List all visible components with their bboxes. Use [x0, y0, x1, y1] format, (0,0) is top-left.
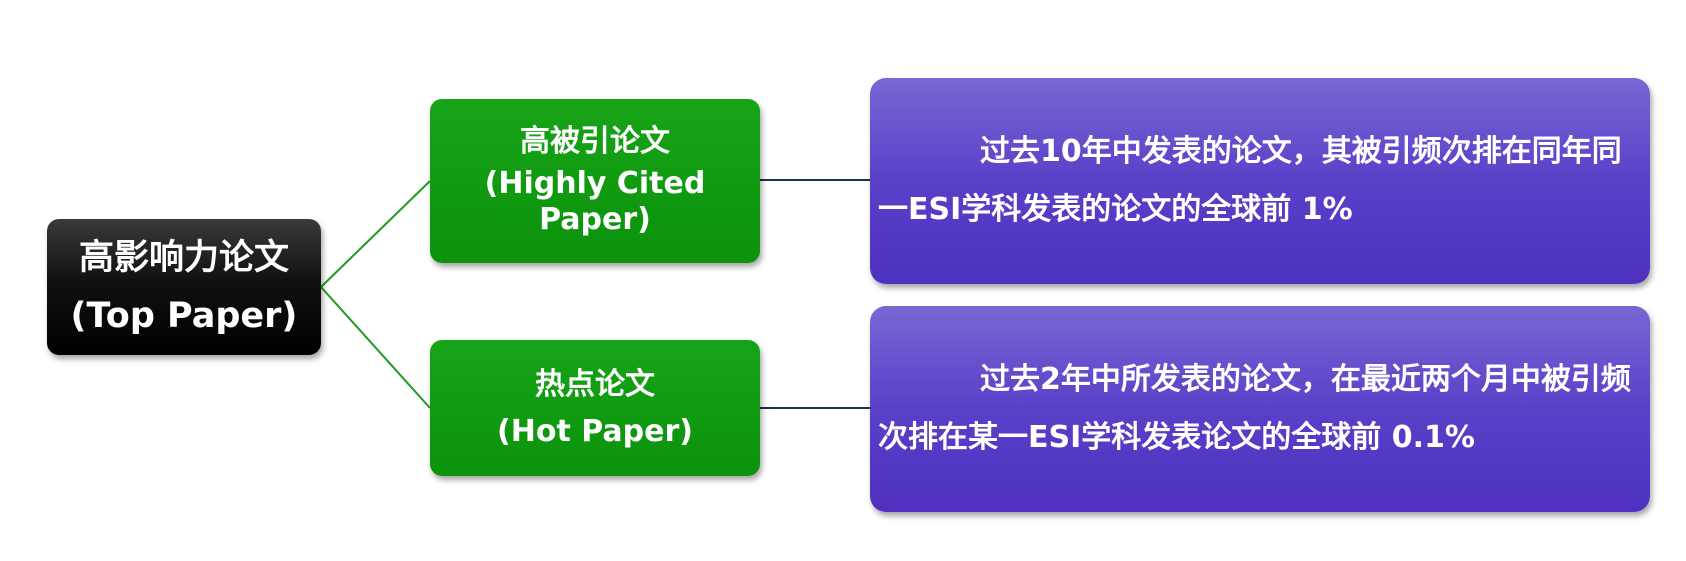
connector-root-to-hot-paper	[320, 286, 431, 409]
root-title-en: (Top Paper)	[70, 296, 298, 336]
description-text: 过去2年中所发表的论文，在最近两个月中被引频次排在某一ESI学科发表论文的全球前…	[878, 362, 1631, 455]
description-box-hot-paper: 过去2年中所发表的论文，在最近两个月中被引频次排在某一ESI学科发表论文的全球前…	[870, 306, 1650, 512]
branch-node-highly-cited-paper: 高被引论文 (Highly Cited Paper)	[430, 99, 760, 263]
branch-label-zh: 高被引论文	[520, 124, 670, 159]
description-text: 过去10年中发表的论文，其被引频次排在同年同一ESI学科发表的论文的全球前 1%	[878, 134, 1622, 227]
branch-label-zh: 热点论文	[535, 367, 655, 402]
connector-root-to-highly-cited	[320, 180, 431, 288]
description-box-highly-cited-paper: 过去10年中发表的论文，其被引频次排在同年同一ESI学科发表的论文的全球前 1%	[870, 78, 1650, 284]
root-title-zh: 高影响力论文	[78, 238, 289, 278]
root-node-top-paper: 高影响力论文 (Top Paper)	[47, 219, 321, 355]
branch-label-en: (Highly Cited Paper)	[484, 166, 706, 237]
branch-node-hot-paper: 热点论文 (Hot Paper)	[430, 340, 760, 476]
branch-label-en: (Hot Paper)	[497, 414, 693, 449]
